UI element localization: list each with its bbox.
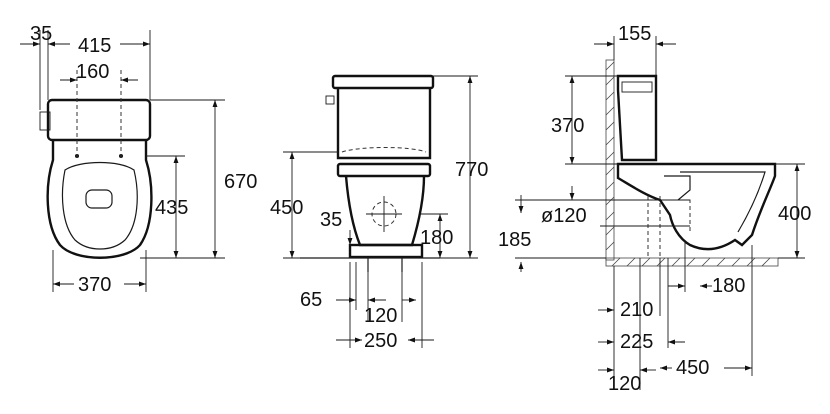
dim-370-cistern: 370 xyxy=(551,115,584,137)
dim-180-section: 180 xyxy=(712,275,745,297)
dim-160: 160 xyxy=(76,61,109,83)
front-view: 35 415 160 670 435 370 xyxy=(20,23,257,296)
dim-450-section: 450 xyxy=(676,357,709,379)
dim-770: 770 xyxy=(455,159,488,181)
dim-185: 185 xyxy=(498,229,531,251)
dim-155: 155 xyxy=(618,23,651,45)
dim-450-side: 450 xyxy=(270,197,303,219)
dim-120-section: 120 xyxy=(608,373,641,395)
dim-370: 370 xyxy=(78,274,111,296)
dim-o120: ø120 xyxy=(541,205,587,227)
dim-35-front: 35 xyxy=(30,23,52,45)
dim-435: 435 xyxy=(155,197,188,219)
section-view: 155 370 ø120 185 400 180 210 225 xyxy=(498,23,811,395)
dim-120-side: 120 xyxy=(364,305,397,327)
dim-415: 415 xyxy=(78,35,111,57)
dim-210: 210 xyxy=(620,299,653,321)
dim-35-side: 35 xyxy=(320,209,342,231)
dim-250: 250 xyxy=(364,330,397,352)
dim-225: 225 xyxy=(620,331,653,353)
dim-180-side: 180 xyxy=(420,227,453,249)
dim-65: 65 xyxy=(300,289,322,311)
dim-400: 400 xyxy=(778,203,811,225)
dim-670: 670 xyxy=(224,171,257,193)
side-view: 770 450 35 180 65 120 250 xyxy=(270,74,488,352)
